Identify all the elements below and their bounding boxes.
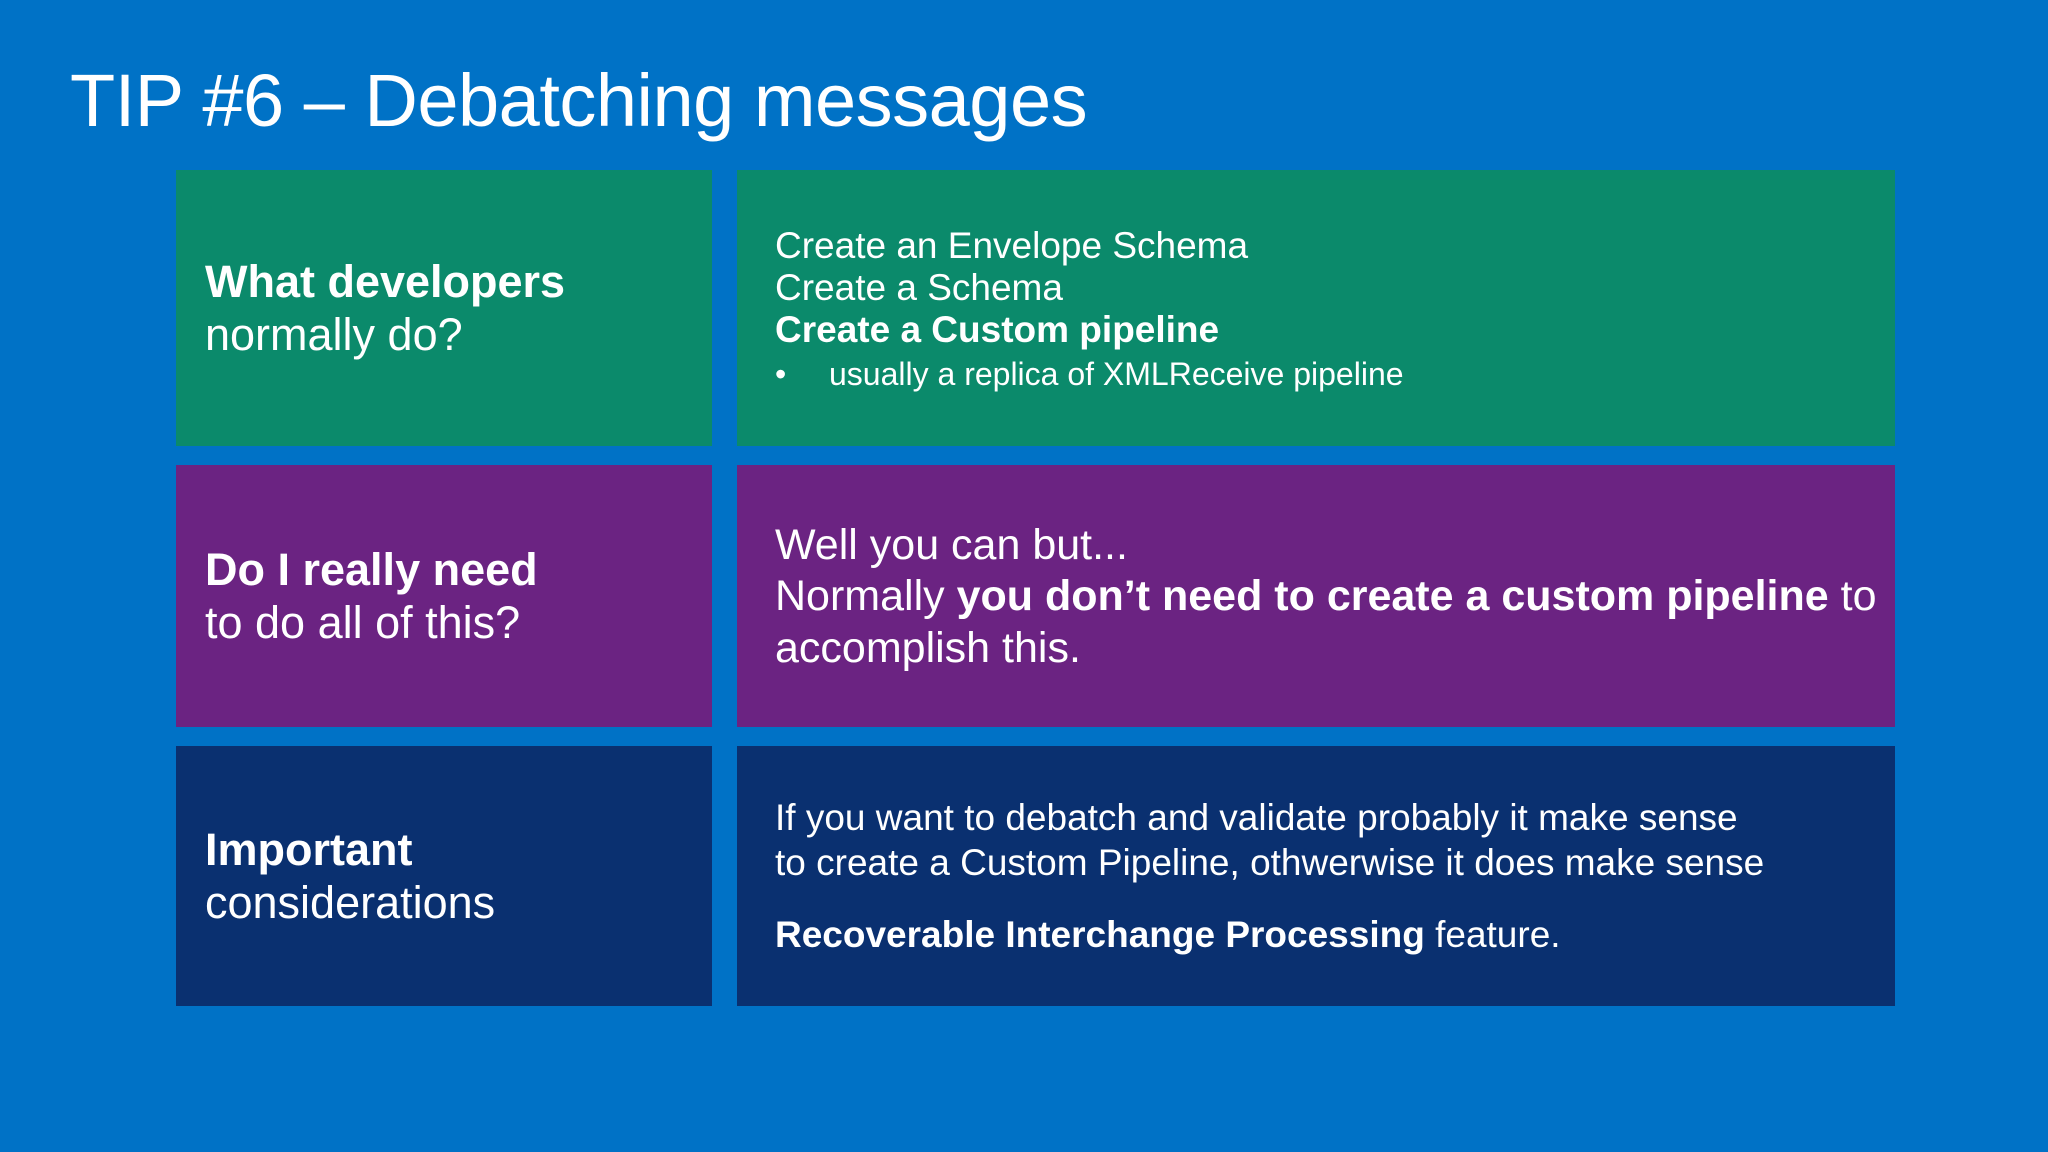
page-title: TIP #6 – Debatching messages [70, 59, 1088, 142]
row-label-light: considerations [205, 877, 496, 928]
row-do-i-really-need-to-do-all-of-this: Do I really need to do all of this? Well… [176, 465, 1895, 727]
content-text-suffix: to accomplish this. [775, 572, 1877, 672]
content-rows: What developers normally do? Create an E… [176, 170, 1895, 1006]
content-bullet-text: usually a replica of XMLReceive pipeline [829, 356, 1404, 393]
row-what-developers-normally-do: What developers normally do? Create an E… [176, 170, 1895, 446]
row-label-light: normally do? [205, 309, 463, 360]
content-text-emphasis: Recoverable Interchange Processing [775, 914, 1425, 956]
row-label-strong: What developers [205, 255, 566, 307]
row-label-what-developers-normally-do: What developers normally do? [176, 170, 712, 446]
row-important-considerations: Important considerations If you want to … [176, 746, 1895, 1006]
content-line-debatch-validate: If you want to debatch and validate prob… [775, 797, 1738, 839]
content-line-schema: Create a Schema [775, 266, 1063, 308]
row-label-do-i-really-need-to-do-all-of-this: Do I really need to do all of this? [176, 465, 712, 727]
row-label-light: to do all of this? [205, 597, 521, 648]
row-label-important-considerations: Important considerations [176, 746, 712, 1006]
content-line-custom-pipeline-otherwise: to create a Custom Pipeline, othwerwise … [775, 841, 1765, 883]
bullet-icon: • [775, 356, 787, 393]
row-content-important-considerations: If you want to debatch and validate prob… [737, 746, 1895, 1006]
content-line-well-you-can-but: Well you can but... [775, 520, 1128, 569]
row-label-strong: Important [205, 823, 413, 875]
content-bullet-item: • usually a replica of XMLReceive pipeli… [775, 355, 1877, 393]
content-line-normally-no-custom-pipeline: Normally you don’t need to create a cust… [775, 571, 1877, 674]
content-text-emphasis: you don’t need to create a custom pipeli… [956, 572, 1829, 621]
content-text-prefix: Normally [775, 572, 957, 621]
content-line-custom-pipeline: Create a Custom pipeline [775, 308, 1220, 350]
row-content-what-developers-normally-do: Create an Envelope Schema Create a Schem… [737, 170, 1895, 446]
content-line-envelope-schema: Create an Envelope Schema [775, 224, 1249, 266]
content-text-suffix: feature. [1424, 914, 1561, 956]
content-line-recoverable-interchange-processing: Recoverable Interchange Processing featu… [775, 913, 1877, 957]
row-content-do-i-really-need-to-do-all-of-this: Well you can but... Normally you don’t n… [737, 465, 1895, 727]
row-label-strong: Do I really need [205, 543, 538, 595]
